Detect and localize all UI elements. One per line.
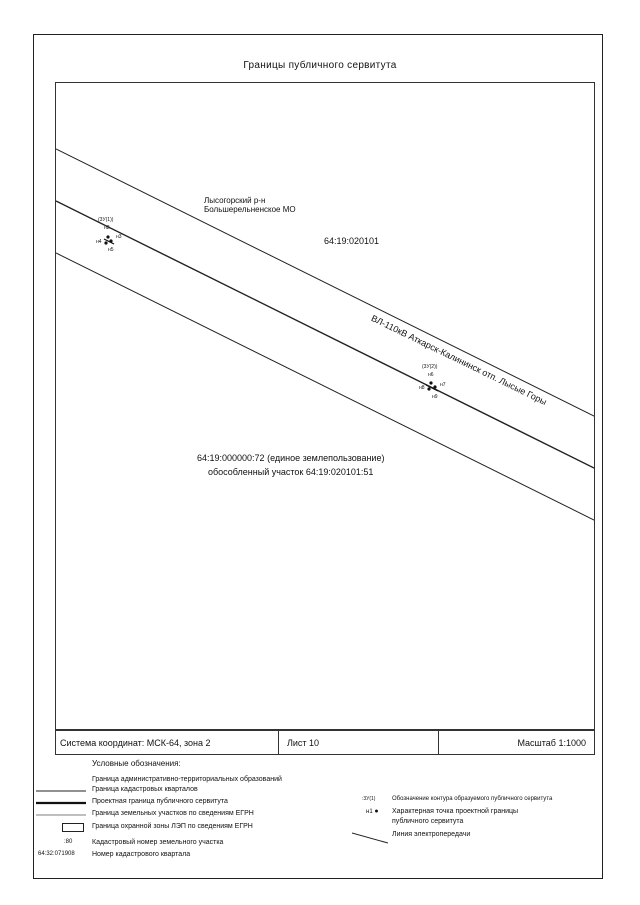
point-label: н3 xyxy=(116,234,122,240)
legend-label: Проектная граница публичного сервитута xyxy=(92,798,228,805)
zone-boundary-top xyxy=(56,148,594,417)
point-marker xyxy=(104,241,108,245)
legend-admin-boundary: Граница административно-территориальных … xyxy=(92,776,282,783)
contour-a-label: (3У(1)) xyxy=(98,217,114,223)
point-marker xyxy=(429,381,433,385)
power-line-symbol xyxy=(352,832,388,844)
district-label: Лысогорский р-н xyxy=(204,196,266,205)
legend-quarter-number: 64:32:071908 Номер кадастрового квартала xyxy=(38,851,191,858)
quarter-number-symbol: 64:32:071908 xyxy=(38,851,75,857)
servitude-boundary xyxy=(425,384,439,392)
zone-boundary-bottom xyxy=(56,252,594,521)
legend-label: Граница охранной зоны ЛЭП по сведениям Е… xyxy=(92,823,253,830)
servitude-contour-b xyxy=(425,381,439,392)
legend-servitude-boundary: Проектная граница публичного сервитута xyxy=(36,798,228,805)
point-label: н6 xyxy=(428,372,434,378)
legend-power-line: Линия электропередачи xyxy=(352,831,471,844)
legend-contour-designation: :3У(1) Обозначение контура образуемого п… xyxy=(362,796,553,802)
legend-land-plot-boundary: Граница земельных участков по сведениям … xyxy=(36,810,254,817)
quarter-label: 64:19:020101 xyxy=(324,236,380,246)
servitude-boundary xyxy=(103,238,115,245)
point-marker xyxy=(433,385,437,389)
legend-heading: Условные обозначения: xyxy=(92,759,181,768)
point-label: н7 xyxy=(440,382,446,388)
drawing-sheet xyxy=(33,34,603,879)
legend-label: Кадастровый номер земельного участка xyxy=(92,839,224,846)
legend-characteristic-point: н1 ● Характерная точка проектной границы xyxy=(366,808,519,815)
legend-protection-zone: Граница охранной зоны ЛЭП по сведениям Е… xyxy=(62,823,253,832)
legend-quarter-boundary: Граница кадастровых кварталов xyxy=(36,786,198,793)
point-label: н4 xyxy=(96,239,102,245)
page-title: Границы публичного сервитута xyxy=(243,60,397,71)
scale-label: Масштаб 1:1000 xyxy=(517,737,586,748)
sheet-number: Лист 10 xyxy=(279,731,439,754)
point-dot-icon: ● xyxy=(374,808,379,815)
point-label: н5 xyxy=(108,247,114,253)
map-drawing xyxy=(56,148,594,521)
point-label: н9 xyxy=(432,394,438,400)
protection-zone-symbol xyxy=(62,823,84,832)
map-area: Лысогорский р-н Большерельненское МО 64:… xyxy=(55,82,595,730)
legend-label: Граница кадастровых кварталов xyxy=(92,786,198,793)
title-block: Система координат: МСК-64, зона 2 Лист 1… xyxy=(55,730,595,755)
servitude-contour-a xyxy=(103,235,115,245)
land-plot-boundary-symbol xyxy=(36,814,86,816)
separate-plot-label: обособленный участок 64:19:020101:51 xyxy=(208,467,374,477)
municipality-label: Большерельненское МО xyxy=(204,205,296,214)
coordinate-system: Система координат: МСК-64, зона 2 xyxy=(56,731,279,754)
legend-characteristic-point-cont: публичного сервитута xyxy=(392,818,464,825)
cadastral-number-symbol: :80 xyxy=(64,839,73,845)
point-label: н8 xyxy=(419,385,425,391)
servitude-boundary-symbol xyxy=(36,801,86,805)
characteristic-point-symbol: н1 ● xyxy=(366,808,379,815)
point-marker xyxy=(427,387,431,391)
legend-label: Линия электропередачи xyxy=(392,831,471,838)
legend-label: Номер кадастрового квартала xyxy=(92,851,191,858)
power-line xyxy=(56,200,594,469)
point-symbol-label: н1 xyxy=(366,809,373,815)
legend-label: Обозначение контура образуемого публично… xyxy=(392,796,553,802)
land-use-label: 64:19:000000:72 (единое землепользование… xyxy=(197,453,385,463)
legend-cadastral-number: :80 Кадастровый номер земельного участка xyxy=(64,839,224,846)
legend-label: Характерная точка проектной границы xyxy=(392,808,519,815)
point-marker xyxy=(106,235,110,239)
contour-designation-symbol: :3У(1) xyxy=(362,796,376,802)
point-label: н2 xyxy=(104,225,110,231)
legend-label: Граница земельных участков по сведениям … xyxy=(92,810,254,817)
quarter-boundary-symbol xyxy=(36,790,86,792)
contour-b-label: (3У(2)) xyxy=(422,364,438,370)
